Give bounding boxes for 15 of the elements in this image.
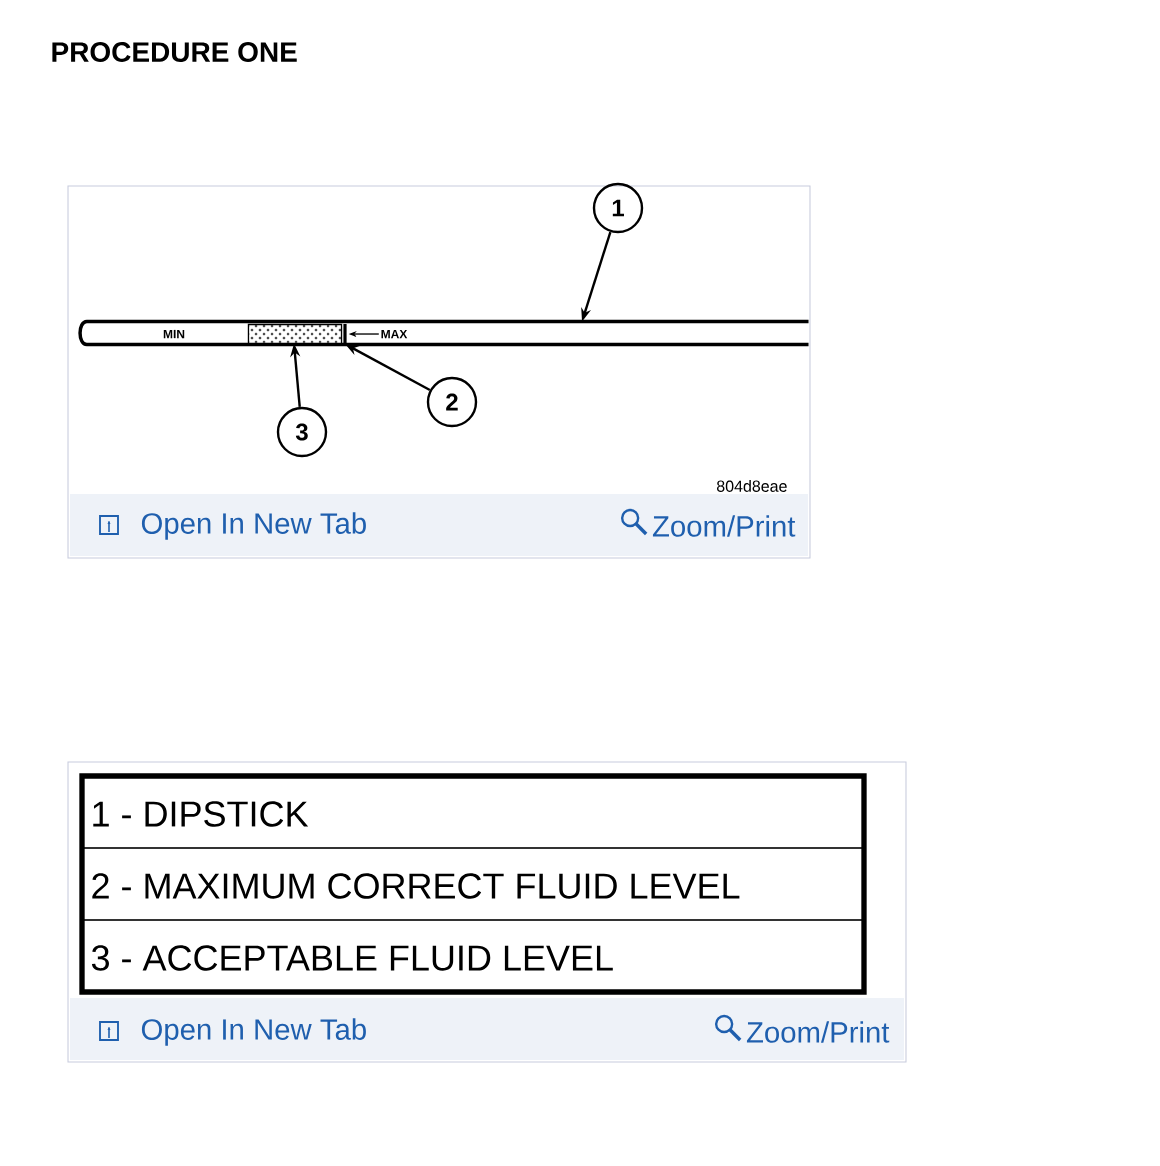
heading: PROCEDURE ONE [52,42,297,62]
table-cell: 2 - MAXIMUM CORRECT FLUID LEVEL [80,846,866,922]
figure-code: 804d8eae [717,480,787,492]
dipstick [79,319,809,347]
link: Zoom/Print [746,1021,890,1043]
callout-number: 3 [276,406,328,458]
link: Open In New Tab [141,512,366,540]
link: Open In New Tab [141,1018,366,1046]
callout-number: 1 [592,182,644,234]
table-cell: 1 - DIPSTICK [80,774,866,850]
max-level-line [343,324,347,345]
callout-number: 2 [426,376,478,428]
table-cell: 3 - ACCEPTABLE FLUID LEVEL [80,918,866,994]
acceptable-zone [247,323,343,345]
link: Zoom/Print [652,515,796,537]
